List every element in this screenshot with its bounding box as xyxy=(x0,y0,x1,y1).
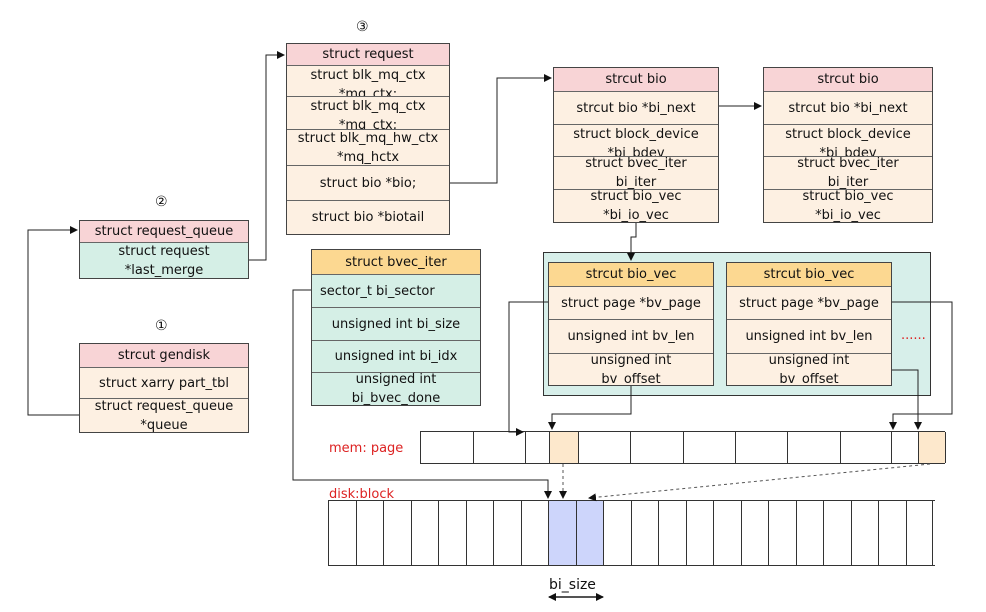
gendisk-field-queue: struct request_queue *queue xyxy=(80,398,248,432)
bvec-iter-field-bi-idx: unsigned int bi_idx xyxy=(312,340,480,372)
struct-request-box: struct request struct blk_mq_ctx *mq_ctx… xyxy=(286,43,450,235)
bvec-iter-field-bi-size: unsigned int bi_size xyxy=(312,307,480,340)
bio-vec-1-header: strcut bio_vec xyxy=(549,263,713,286)
disk-block-cell-highlighted xyxy=(577,501,604,565)
bio-vec-1-field-bv-len: unsigned int bv_len xyxy=(549,319,713,353)
mem-page-cell xyxy=(421,432,474,463)
arrow-request-queue-to-request xyxy=(249,51,285,261)
struct-request-header: struct request xyxy=(287,44,449,65)
mem-page-cell xyxy=(474,432,526,463)
bvec-iter-field-bi-sector: sector_t bi_sector xyxy=(312,274,480,307)
bio-vec-2-field-bv-offset: unsigned int bv_offset xyxy=(727,353,891,385)
bio-vec-2-field-bv-page: struct page *bv_page xyxy=(727,286,891,319)
mem-page-label: mem: page xyxy=(329,441,404,456)
bio-vec-ellipsis: ...... xyxy=(901,328,926,343)
struct-request-queue-box: struct request_queue struct request *las… xyxy=(79,220,249,279)
bio-1-field-bi-bdev: struct block_device *bi_bdev xyxy=(554,124,718,156)
disk-block-cell xyxy=(329,501,357,565)
struct-gendisk-box: strcut gendisk struct xarry part_tbl str… xyxy=(79,343,249,433)
gendisk-field-part-tbl: struct xarry part_tbl xyxy=(80,367,248,398)
disk-block-cell xyxy=(632,501,659,565)
bio-2-field-bi-bdev: struct block_device *bi_bdev xyxy=(764,124,932,156)
bio-2-field-bi-io-vec: struct bio_vec *bi_io_vec xyxy=(764,189,932,222)
mem-page-cell xyxy=(579,432,631,463)
mem-page-cell-highlighted xyxy=(919,432,946,463)
disk-block-cell xyxy=(439,501,467,565)
disk-block-cell xyxy=(467,501,494,565)
bio-1-header: strcut bio xyxy=(554,68,718,91)
struct-bio-vec-box-2: strcut bio_vec struct page *bv_page unsi… xyxy=(726,262,892,386)
marker-1: ① xyxy=(155,318,168,334)
bvec-iter-field-bi-bvec-done: unsigned int bi_bvec_done xyxy=(312,372,480,405)
disk-block-cell xyxy=(659,501,687,565)
bio-1-field-bi-iter: struct bvec_iter bi_iter xyxy=(554,156,718,189)
disk-block-cell-highlighted xyxy=(549,501,577,565)
arrow-bio-to-bio-vec xyxy=(627,223,637,261)
arrow-bv-page-2 xyxy=(889,301,953,430)
mem-page-cell xyxy=(788,432,841,463)
arrow-bv-offset-2 xyxy=(892,369,922,430)
marker-2: ② xyxy=(155,194,168,210)
struct-gendisk-header: strcut gendisk xyxy=(80,344,248,367)
request-queue-field-last-merge: struct request *last_merge xyxy=(80,242,248,278)
mem-page-cell xyxy=(684,432,736,463)
disk-block-cell xyxy=(879,501,907,565)
mem-page-cell xyxy=(736,432,788,463)
bio-vec-2-field-bv-len: unsigned int bv_len xyxy=(727,319,891,353)
mem-page-cell-highlighted xyxy=(550,432,579,463)
struct-request-queue-header: struct request_queue xyxy=(80,221,248,242)
disk-block-cell xyxy=(522,501,549,565)
bi-size-label: bi_size xyxy=(549,577,596,593)
bio-2-field-bi-next: strcut bio *bi_next xyxy=(764,91,932,124)
disk-block-cell xyxy=(714,501,742,565)
mem-page-cell xyxy=(526,432,550,463)
bio-vec-1-field-bv-offset: unsigned int bv_offset xyxy=(549,353,713,385)
struct-bvec-iter-box: struct bvec_iter sector_t bi_sector unsi… xyxy=(311,249,481,406)
struct-bio-box-1: strcut bio strcut bio *bi_next struct bl… xyxy=(553,67,719,223)
bio-2-field-bi-iter: struct bvec_iter bi_iter xyxy=(764,156,932,189)
bio-vec-1-field-bv-page: struct page *bv_page xyxy=(549,286,713,319)
struct-bio-vec-box-1: strcut bio_vec struct page *bv_page unsi… xyxy=(548,262,714,386)
disk-block-cell xyxy=(687,501,714,565)
arrow-request-to-bio xyxy=(450,74,552,184)
mem-page-cell xyxy=(892,432,919,463)
disk-block-cell xyxy=(852,501,879,565)
disk-block-cell xyxy=(384,501,412,565)
disk-block-cell xyxy=(907,501,933,565)
dashed-arrow-page-to-block-2 xyxy=(588,463,931,502)
arrow-bi-sector-to-disk xyxy=(292,289,552,499)
bio-1-field-bi-io-vec: struct bio_vec *bi_io_vec xyxy=(554,189,718,222)
request-field-biotail: struct bio *biotail xyxy=(287,200,449,234)
mem-page-strip xyxy=(420,431,946,464)
disk-block-cell xyxy=(604,501,632,565)
arrow-bv-page-1 xyxy=(508,301,548,436)
disk-block-cell xyxy=(357,501,384,565)
arrow-bv-offset-1 xyxy=(548,386,632,430)
request-field-mq-ctx-2: struct blk_mq_ctx *mq_ctx; xyxy=(287,96,449,129)
bio-1-field-bi-next: strcut bio *bi_next xyxy=(554,91,718,124)
request-field-mq-hctx: struct blk_mq_hw_ctx *mq_hctx xyxy=(287,129,449,165)
disk-block-strip xyxy=(328,500,935,566)
disk-block-cell xyxy=(797,501,824,565)
mem-page-cell xyxy=(841,432,892,463)
disk-block-cell xyxy=(769,501,797,565)
disk-block-cell xyxy=(824,501,852,565)
bvec-iter-header: struct bvec_iter xyxy=(312,250,480,274)
disk-block-cell xyxy=(494,501,522,565)
mem-page-cell xyxy=(631,432,684,463)
disk-block-label: disk:block xyxy=(329,487,395,502)
arrow-gendisk-to-request-queue xyxy=(27,226,79,416)
bio-vec-2-header: strcut bio_vec xyxy=(727,263,891,286)
disk-block-cell xyxy=(412,501,439,565)
marker-3: ③ xyxy=(356,19,369,35)
bio-2-header: strcut bio xyxy=(764,68,932,91)
struct-bio-box-2: strcut bio strcut bio *bi_next struct bl… xyxy=(763,67,933,223)
request-field-bio: struct bio *bio; xyxy=(287,165,449,200)
disk-block-cell xyxy=(742,501,769,565)
request-field-mq-ctx-1: struct blk_mq_ctx *mq_ctx; xyxy=(287,65,449,96)
